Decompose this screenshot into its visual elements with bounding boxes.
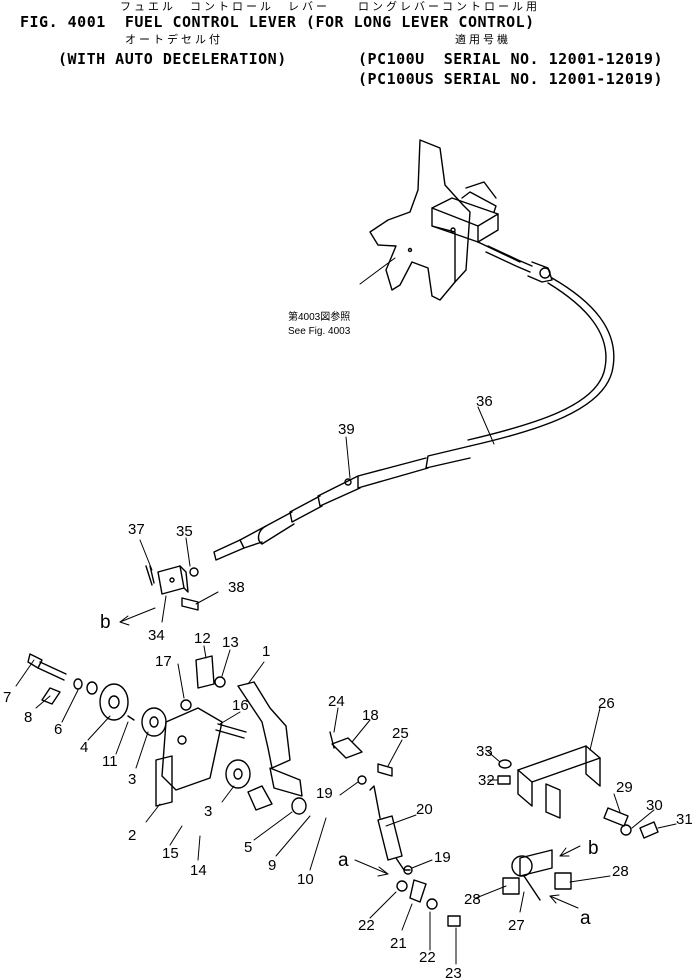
- washer-drawing: [141, 707, 251, 789]
- callout-14: 14: [190, 862, 207, 879]
- callout-6: 6: [54, 721, 62, 738]
- callout-2: 2: [128, 827, 136, 844]
- connection-mark-b: b: [588, 838, 599, 859]
- callout-19: 19: [434, 849, 451, 866]
- callout-11: 11: [102, 753, 118, 770]
- callout-35: 35: [176, 523, 193, 540]
- callout-24: 24: [328, 693, 345, 710]
- callout-22: 22: [358, 917, 375, 934]
- pivot-pin-drawing: [502, 807, 659, 901]
- callout-labels: 1 2 3 3 4 5 6 7 8 9 10 11 12 13 14 15 16…: [3, 310, 693, 979]
- callout-3: 3: [128, 771, 136, 788]
- switch-bracket-drawing: [497, 745, 601, 819]
- reference-note-jp: 第4003図参照: [288, 310, 350, 323]
- callout-5: 5: [244, 839, 252, 856]
- serial-range-pc100u: (PC100U SERIAL NO. 12001-12019): [358, 50, 663, 68]
- callout-27: 27: [508, 917, 525, 934]
- callout-26: 26: [598, 695, 615, 712]
- callout-22: 22: [419, 949, 436, 966]
- figure-title: FIG. 4001 FUEL CONTROL LEVER (FOR LONG L…: [20, 13, 535, 31]
- callout-10: 10: [297, 871, 314, 888]
- callout-38: 38: [228, 579, 245, 596]
- callout-29: 29: [616, 779, 633, 796]
- callout-7: 7: [3, 689, 11, 706]
- callout-8: 8: [24, 709, 32, 726]
- callout-37: 37: [128, 521, 145, 538]
- connection-mark-a: a: [338, 850, 349, 871]
- jp-title-line: フュエル コントロール レバー ロングレバーコントロール用: [120, 1, 540, 13]
- callout-4: 4: [80, 739, 88, 756]
- jp-applicable-models: 適用号機: [455, 34, 511, 46]
- callout-17: 17: [155, 653, 172, 670]
- callout-3: 3: [204, 803, 212, 820]
- knob-and-nuts-drawing: [180, 655, 226, 711]
- callout-16: 16: [232, 697, 249, 714]
- connection-mark-a: a: [580, 908, 591, 929]
- serial-range-pc100us: (PC100US SERIAL NO. 12001-12019): [358, 70, 663, 88]
- callout-20: 20: [416, 801, 433, 818]
- callout-25: 25: [392, 725, 409, 742]
- callout-39: 39: [338, 421, 355, 438]
- clevis-assembly-drawing: [145, 565, 199, 611]
- callout-1: 1: [262, 643, 270, 660]
- callout-18: 18: [362, 707, 379, 724]
- callout-23: 23: [445, 965, 462, 979]
- mounting-bracket-drawing: [369, 139, 521, 301]
- jp-subtitle: オートデセル付: [125, 34, 223, 46]
- callout-36: 36: [476, 393, 493, 410]
- connection-arrows: [119, 607, 581, 909]
- leader-lines: [15, 257, 677, 965]
- callout-15: 15: [162, 845, 179, 862]
- callout-31: 31: [676, 811, 693, 828]
- callout-28: 28: [612, 863, 629, 880]
- callout-30: 30: [646, 797, 663, 814]
- fuel-lever-drawing: [237, 681, 303, 811]
- callout-32: 32: [478, 772, 495, 789]
- callout-21: 21: [390, 935, 407, 952]
- figure-subtitle: (WITH AUTO DECELERATION): [58, 50, 287, 68]
- callout-13: 13: [222, 634, 239, 651]
- callout-33: 33: [476, 743, 493, 760]
- decel-rod-drawing: [329, 731, 413, 875]
- callout-28: 28: [464, 891, 481, 908]
- connection-mark-b: b: [100, 612, 111, 633]
- callout-19: 19: [316, 785, 333, 802]
- figure-header: フュエル コントロール レバー ロングレバーコントロール用 FIG. 4001 …: [0, 0, 698, 100]
- callout-9: 9: [268, 857, 276, 874]
- callout-34: 34: [148, 627, 165, 644]
- pivot-hub-drawing: [27, 653, 307, 815]
- lower-hardware-drawing: [396, 879, 461, 927]
- lever-bracket-drawing: [155, 707, 247, 807]
- control-cable-drawing: [213, 245, 615, 561]
- reference-note: See Fig. 4003: [288, 326, 351, 337]
- callout-12: 12: [194, 630, 211, 647]
